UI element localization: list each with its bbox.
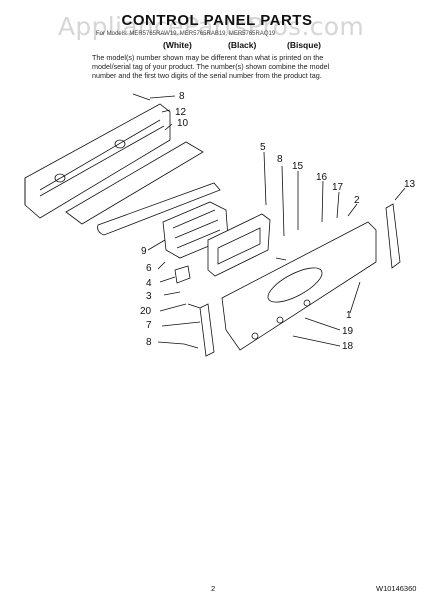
control-panel-drawing [221,221,377,351]
callout-label: 7 [146,320,152,331]
note-line: model/serial tag of your product. The nu… [92,62,330,71]
callout-label: 6 [146,263,152,274]
callout-label: 17 [332,182,344,193]
callout-labels: 8 12 10 5 8 15 16 17 13 2 9 6 4 3 20 7 8… [140,91,416,352]
insulation-drawing [65,141,204,225]
callout-label: 16 [316,172,328,183]
callout-label: 10 [177,118,189,129]
callout-label: 1 [346,310,352,321]
finish-black: (Black) [228,40,257,50]
callout-label: 4 [146,278,152,289]
callout-label: 5 [260,142,266,153]
page-title: CONTROL PANEL PARTS [121,12,313,29]
callout-label: 20 [140,306,152,317]
watermark: AppliancePartsPros.com [58,12,365,41]
finish-white: (White) [163,40,192,50]
callout-label: 18 [342,341,354,352]
callout-label: 19 [342,326,354,337]
callout-label: 8 [179,91,185,102]
models-line: For Models: MER5765RAW19, MER5765RAB19, … [96,31,276,37]
callout-label: 8 [146,337,152,348]
model-note: The model(s) number shown may be differe… [92,53,362,80]
overlay-drawing [207,213,271,277]
note-line: The model(s) number shown may be differe… [92,53,324,62]
callout-label: 8 [277,154,283,165]
document-number: W10146360 [376,584,417,593]
page-number: 2 [211,584,216,593]
callout-label: 13 [404,179,416,190]
callout-label: 15 [292,161,304,172]
callout-label: 12 [175,107,187,118]
end-cap-drawing [385,203,401,269]
trim-drawing [97,182,221,236]
callout-label: 2 [354,195,360,206]
callout-label: 9 [141,246,147,257]
note-line: number and the first two digits of the s… [92,71,322,80]
callout-label: 3 [146,291,152,302]
finish-bisque: (Bisque) [287,40,321,50]
